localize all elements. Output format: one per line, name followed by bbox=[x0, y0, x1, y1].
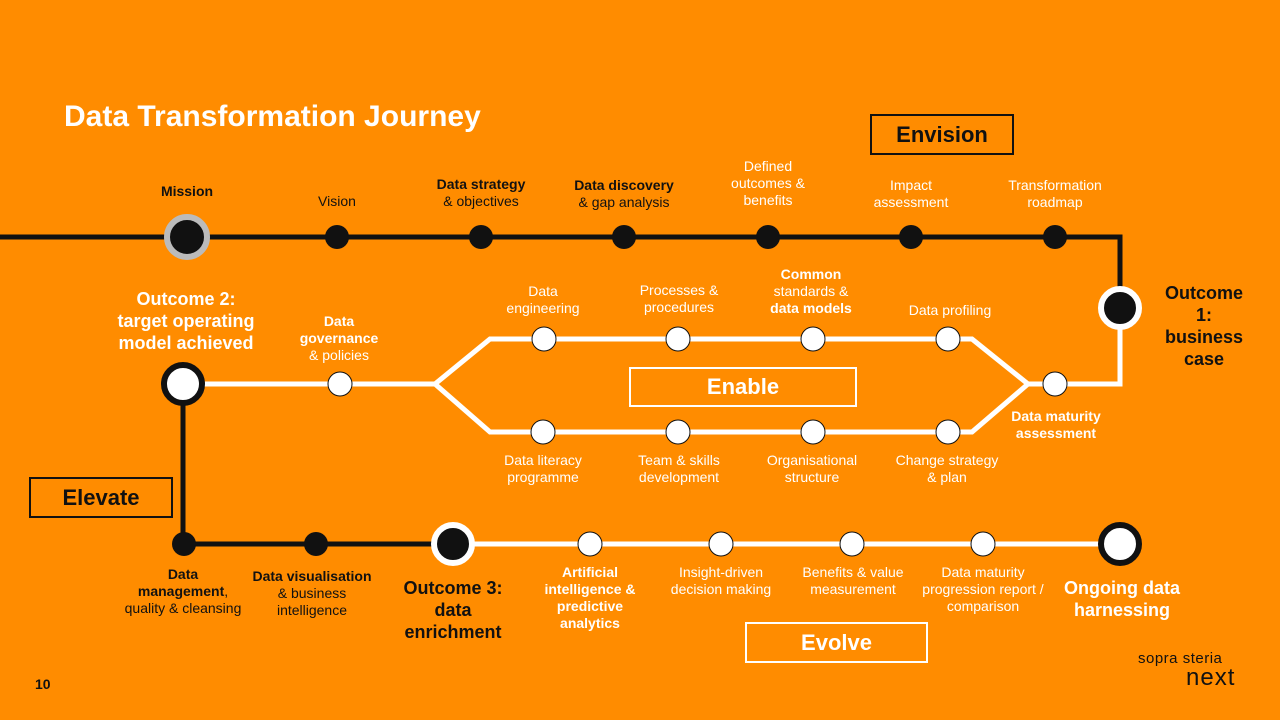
label-change: Change strategy & plan bbox=[895, 452, 999, 485]
station-outcome1 bbox=[1098, 286, 1142, 330]
page-number: 10 bbox=[35, 676, 51, 692]
station-outcome3 bbox=[431, 522, 475, 566]
station-team bbox=[665, 419, 691, 445]
label-outcome1: Outcome 1: business case bbox=[1164, 283, 1244, 369]
label-visualisation-bold: Data visualisation bbox=[252, 568, 372, 584]
label-common-bold1: Common bbox=[780, 266, 842, 282]
top-track bbox=[0, 234, 1123, 308]
station-roadmap bbox=[1043, 225, 1067, 249]
station-outcome2 bbox=[161, 362, 205, 406]
label-common: Common standards & data models bbox=[770, 266, 852, 317]
label-roadmap: Transformation roadmap bbox=[1008, 177, 1102, 210]
station-governance bbox=[327, 371, 353, 397]
station-ai bbox=[577, 531, 603, 557]
label-visualisation: Data visualisation & business intelligen… bbox=[252, 568, 371, 619]
station-literacy bbox=[530, 419, 556, 445]
station-impact bbox=[899, 225, 923, 249]
elevate-track bbox=[180, 384, 453, 547]
label-management-rest: , quality & cleansing bbox=[124, 583, 242, 616]
label-visualisation-rest: & business intelligence bbox=[276, 585, 348, 618]
station-common bbox=[800, 326, 826, 352]
label-processes: Processes & procedures bbox=[639, 282, 719, 315]
label-strategy-rest: & objectives bbox=[443, 193, 519, 209]
station-org bbox=[800, 419, 826, 445]
label-strategy-bold: Data strategy bbox=[436, 176, 526, 192]
station-discovery bbox=[612, 225, 636, 249]
label-outcome2: Outcome 2: target operating model achiev… bbox=[117, 289, 255, 353]
label-vision: Vision bbox=[318, 193, 356, 209]
station-maturity-assessment bbox=[1042, 371, 1068, 397]
label-management: Data management, quality & cleansing bbox=[125, 566, 242, 617]
label-discovery: Data discovery & gap analysis bbox=[574, 177, 674, 211]
middle-track-lower bbox=[433, 382, 1030, 435]
station-outcomes bbox=[756, 225, 780, 249]
label-profiling: Data profiling bbox=[908, 302, 992, 318]
station-profiling bbox=[935, 326, 961, 352]
phase-elevate: Elevate bbox=[29, 477, 173, 518]
station-ongoing bbox=[1098, 522, 1142, 566]
outcome1-connector bbox=[1055, 308, 1123, 387]
label-benefits: Benefits & value measurement bbox=[802, 564, 904, 597]
station-insight bbox=[708, 531, 734, 557]
station-change bbox=[935, 419, 961, 445]
label-strategy: Data strategy & objectives bbox=[437, 176, 526, 210]
label-engineering: Data engineering bbox=[506, 283, 580, 316]
station-progression bbox=[970, 531, 996, 557]
station-benefits bbox=[839, 531, 865, 557]
label-common-bold2: data models bbox=[770, 300, 852, 316]
phase-envision: Envision bbox=[870, 114, 1014, 155]
label-impact: Impact assessment bbox=[873, 177, 949, 210]
label-outcomes: Defined outcomes & benefits bbox=[731, 158, 805, 208]
station-mission bbox=[164, 214, 210, 260]
page-title: Data Transformation Journey bbox=[64, 100, 481, 133]
logo-line2: next bbox=[1186, 664, 1236, 691]
label-insight: Insight-driven decision making bbox=[670, 564, 772, 597]
label-management-bold: Data management bbox=[137, 566, 225, 599]
label-discovery-bold: Data discovery bbox=[574, 177, 674, 193]
station-engineering bbox=[531, 326, 557, 352]
middle-track-upper bbox=[433, 336, 1030, 386]
label-governance-bold: Data governance bbox=[299, 313, 379, 346]
phase-enable: Enable bbox=[629, 367, 857, 407]
station-strategy bbox=[469, 225, 493, 249]
label-maturity-assessment: Data maturity assessment bbox=[1011, 408, 1101, 441]
station-processes bbox=[665, 326, 691, 352]
station-vision bbox=[325, 225, 349, 249]
label-progression: Data maturity progression report / compa… bbox=[922, 564, 1044, 614]
logo-line1: sopra steria bbox=[1138, 650, 1223, 667]
label-mission: Mission bbox=[160, 183, 214, 199]
label-ongoing: Ongoing data harnessing bbox=[1064, 578, 1180, 620]
station-visualisation bbox=[304, 532, 328, 556]
label-ai: Artificial intelligence & predictive ana… bbox=[544, 564, 636, 631]
phase-evolve: Evolve bbox=[745, 622, 928, 663]
label-common-rest: standards & bbox=[773, 283, 849, 299]
label-governance-rest: & policies bbox=[309, 347, 369, 363]
label-governance: Data governance & policies bbox=[300, 313, 379, 364]
label-org: Organisational structure bbox=[766, 452, 858, 485]
label-literacy: Data literacy programme bbox=[504, 452, 582, 485]
company-logo: sopra steria next bbox=[1138, 650, 1236, 691]
label-team: Team & skills development bbox=[638, 452, 720, 485]
label-discovery-rest: & gap analysis bbox=[578, 194, 670, 210]
label-outcome3: Outcome 3: data enrichment bbox=[403, 578, 503, 642]
station-management bbox=[172, 532, 196, 556]
